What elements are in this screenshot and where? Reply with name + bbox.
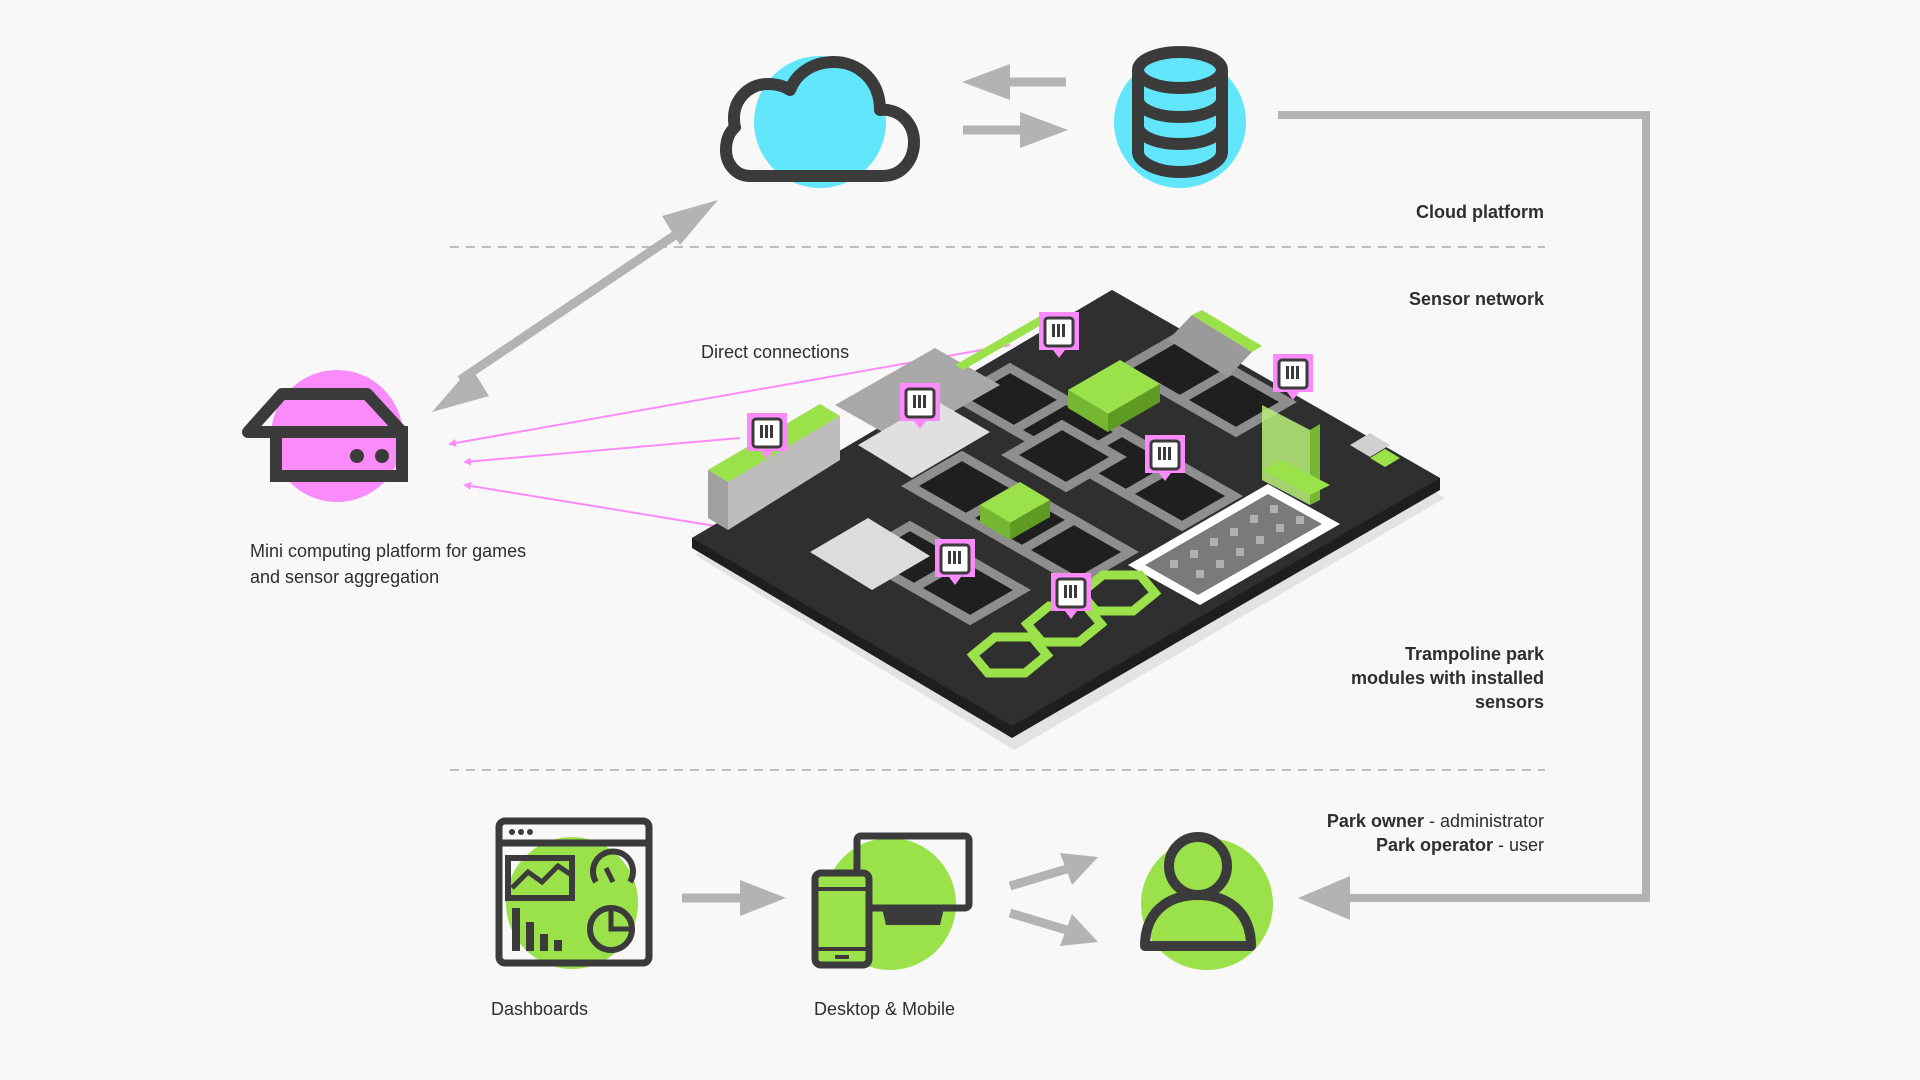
park-operator-label: Park operator - user — [1200, 833, 1544, 858]
sensor-icon — [1051, 573, 1091, 619]
modules-label-line1: Trampoline park — [1404, 644, 1544, 664]
dashboards-label: Dashboards — [491, 999, 589, 1019]
sensor-network-label: Sensor network — [1408, 289, 1544, 309]
user-icon — [1140, 832, 1273, 970]
edge-platform-label-line2: and sensor aggregation — [250, 567, 440, 587]
edge-platform-label-line1: Mini computing platform for games — [250, 541, 527, 561]
cloud-platform-label: Cloud platform — [1416, 202, 1544, 222]
trampoline-park-board — [692, 290, 1445, 750]
operator-desc: - user — [1492, 835, 1544, 855]
cloud-icon — [720, 56, 920, 188]
cloud-server-arrow — [432, 200, 718, 412]
modules-label-line2: modules with installed — [1350, 668, 1544, 688]
owner-desc: - administrator — [1423, 811, 1544, 831]
sensor-icon — [900, 383, 940, 429]
park-owner-label: Park owner - administrator — [1200, 809, 1544, 834]
dashboard-icon — [495, 817, 653, 969]
direct-connections-label: Direct connections — [701, 342, 850, 362]
sensor-icon — [747, 413, 787, 459]
modules-label-line3: sensors — [1474, 692, 1544, 712]
sensor-icon — [935, 539, 975, 585]
database-icon — [1114, 46, 1246, 188]
operator-role: Park operator — [1375, 835, 1493, 855]
dashboard-devices-arrow — [682, 880, 786, 916]
sensor-icon — [1039, 312, 1079, 358]
owner-role: Park owner — [1326, 811, 1424, 831]
cloud-db-arrows — [962, 64, 1068, 148]
db-to-users-connector — [1278, 111, 1650, 920]
sensor-icon — [1145, 435, 1185, 481]
desktop-mobile-label: Desktop & Mobile — [814, 999, 956, 1019]
devices-user-arrows — [1008, 853, 1098, 946]
sensor-icon — [1273, 354, 1313, 400]
sensor-markers — [747, 312, 1313, 619]
server-icon — [242, 370, 408, 502]
desktop-mobile-icon — [811, 832, 973, 970]
